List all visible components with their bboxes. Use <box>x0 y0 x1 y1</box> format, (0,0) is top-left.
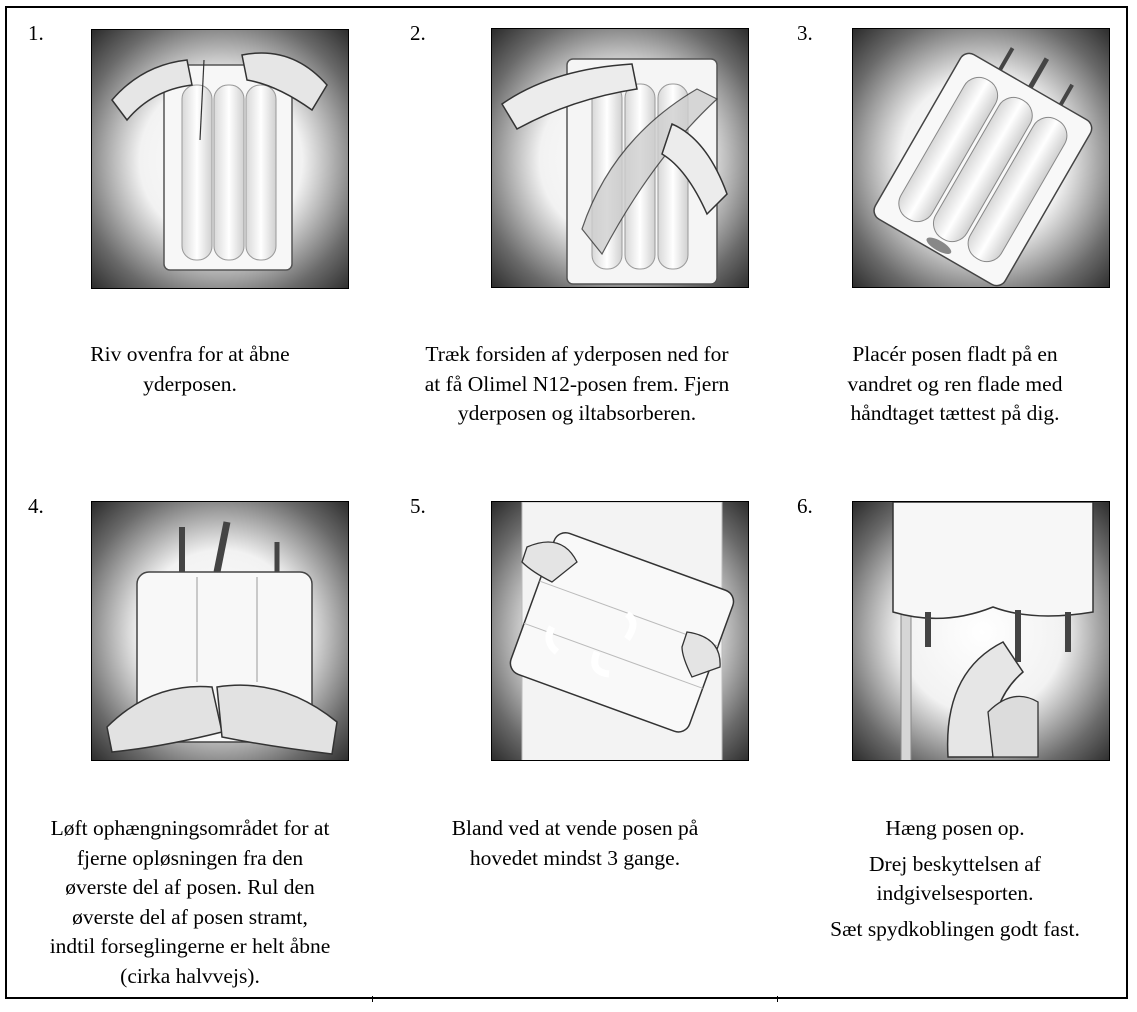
caption-line: Riv ovenfra for at åbne <box>90 342 290 366</box>
step-4-caption: Løft ophængningsområdet for at fjerne op… <box>15 814 365 991</box>
frame-tick <box>777 996 778 1002</box>
step-1-caption: Riv ovenfra for at åbne yderposen. <box>25 340 355 399</box>
caption-line: Sæt spydkoblingen godt fast. <box>830 916 1080 941</box>
caption-line: øverste del af posen stramt, <box>72 904 308 929</box>
step-1-illustration <box>91 29 349 289</box>
step-3-illustration <box>852 28 1110 288</box>
step-2-number: 2. <box>410 21 426 45</box>
caption-line: fjerne opløsningen fra den <box>76 845 304 870</box>
caption-line: Løft ophængningsområdet for at <box>50 816 330 840</box>
instructions-frame <box>5 6 1128 999</box>
caption-line: indgivelsesporten. <box>876 881 1034 905</box>
caption-line: vandret og ren flade med <box>847 371 1063 396</box>
step-3-number: 3. <box>797 21 813 45</box>
step-5-illustration <box>491 501 749 761</box>
step-5-caption: Bland ved at vende posen på hovedet mind… <box>395 814 755 873</box>
caption-paragraph: Hæng posen op. <box>790 814 1120 844</box>
caption-line: Drej beskyttelsen af <box>869 851 1041 876</box>
caption-line: Hæng posen op. <box>885 816 1025 840</box>
step-2-caption: Træk forsiden af yderposen ned for at få… <box>382 340 772 429</box>
step-3-caption: Placér posen fladt på en vandret og ren … <box>790 340 1120 429</box>
caption-line: hovedet mindst 3 gange. <box>469 845 681 870</box>
caption-paragraph: Sæt spydkoblingen godt fast. <box>790 915 1120 945</box>
caption-line: håndtaget tættest på dig. <box>850 401 1060 425</box>
caption-line: yderposen og iltabsorberen. <box>457 401 697 425</box>
caption-paragraph: Drej beskyttelsen af indgivelsesporten. <box>790 850 1120 909</box>
caption-line: at få Olimel N12-posen frem. Fjern <box>424 371 730 396</box>
caption-line: Placér posen fladt på en <box>852 342 1058 366</box>
step-5-number: 5. <box>410 494 426 518</box>
step-4-illustration <box>91 501 349 761</box>
caption-line: øverste del af posen. Rul den <box>65 875 315 899</box>
step-1-number: 1. <box>28 21 44 45</box>
frame-tick <box>372 996 373 1002</box>
caption-line: Bland ved at vende posen på <box>451 816 699 840</box>
caption-line: indtil forseglingerne er helt åbne <box>49 934 331 958</box>
step-6-illustration <box>852 501 1110 761</box>
caption-line: Træk forsiden af yderposen ned for <box>425 342 729 366</box>
caption-line: (cirka halvvejs). <box>120 963 260 988</box>
step-4-number: 4. <box>28 494 44 518</box>
step-2-illustration <box>491 28 749 288</box>
step-6-number: 6. <box>797 494 813 518</box>
step-6-caption: Hæng posen op. Drej beskyttelsen af indg… <box>790 814 1120 944</box>
caption-line: yderposen. <box>143 371 237 396</box>
